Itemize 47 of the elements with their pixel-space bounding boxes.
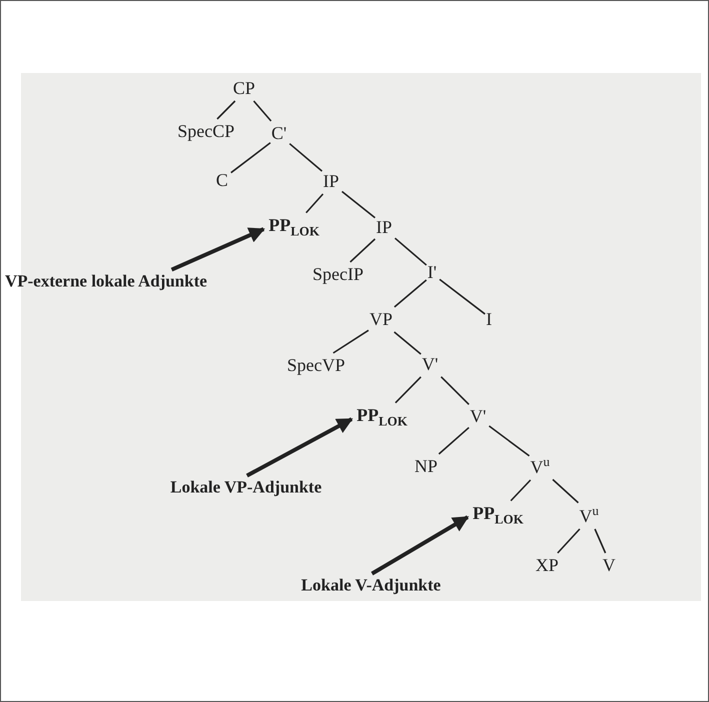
tree-branch <box>594 528 606 554</box>
category-label: V <box>602 556 616 574</box>
category-label: SpecCP <box>178 122 234 140</box>
tree-branch <box>438 426 470 455</box>
category-label: V' <box>470 407 486 425</box>
tree-branch <box>350 238 376 263</box>
tree-branch <box>552 478 579 504</box>
tree-branch <box>216 100 236 120</box>
tree-branch <box>510 479 532 502</box>
category-label: IP <box>376 218 392 236</box>
category-label: SpecIP <box>312 265 364 283</box>
tree-branch <box>342 190 376 218</box>
tree-branch <box>557 528 580 554</box>
tree-branch <box>230 142 271 174</box>
tree-branch <box>306 193 324 214</box>
category-label: V' <box>422 355 438 373</box>
category-label: NP <box>414 457 438 475</box>
tree-branch <box>394 376 422 404</box>
category-label: IP <box>323 172 339 190</box>
category-label: PP$_{LOK}$ <box>472 504 524 526</box>
annotation-label: Lokale VP-Adjunkte <box>170 478 322 498</box>
category-label: VP <box>370 310 392 328</box>
tree-branch <box>439 278 486 315</box>
tree-branch <box>332 330 369 354</box>
arrow <box>370 515 469 576</box>
tree-branch <box>394 331 422 355</box>
category-label: I' <box>427 263 437 281</box>
category-label: PP$_{LOK}$ <box>356 406 408 428</box>
annotation-label: VP-externe lokale Adjunkte <box>4 272 208 292</box>
arrow <box>246 417 353 478</box>
tree-branch <box>394 279 427 308</box>
category-label: V$^{u}$ <box>579 505 599 525</box>
tree-branch <box>394 238 427 266</box>
tree-branch <box>488 425 530 457</box>
annotation-label: Lokale V-Adjunkte <box>301 576 441 596</box>
category-label: V$^{u}$ <box>530 456 550 476</box>
arrow <box>170 227 266 272</box>
category-label: C <box>216 171 228 189</box>
tree-branch <box>440 376 470 406</box>
category-label: C' <box>271 124 287 142</box>
category-label: PP$_{LOK}$ <box>268 216 320 238</box>
category-label: SpecVP <box>287 356 345 374</box>
tree-branch <box>253 100 272 122</box>
category-label: I <box>486 310 492 328</box>
tree-branch <box>289 143 322 172</box>
category-label: CP <box>232 79 256 97</box>
category-label: XP <box>536 556 558 574</box>
